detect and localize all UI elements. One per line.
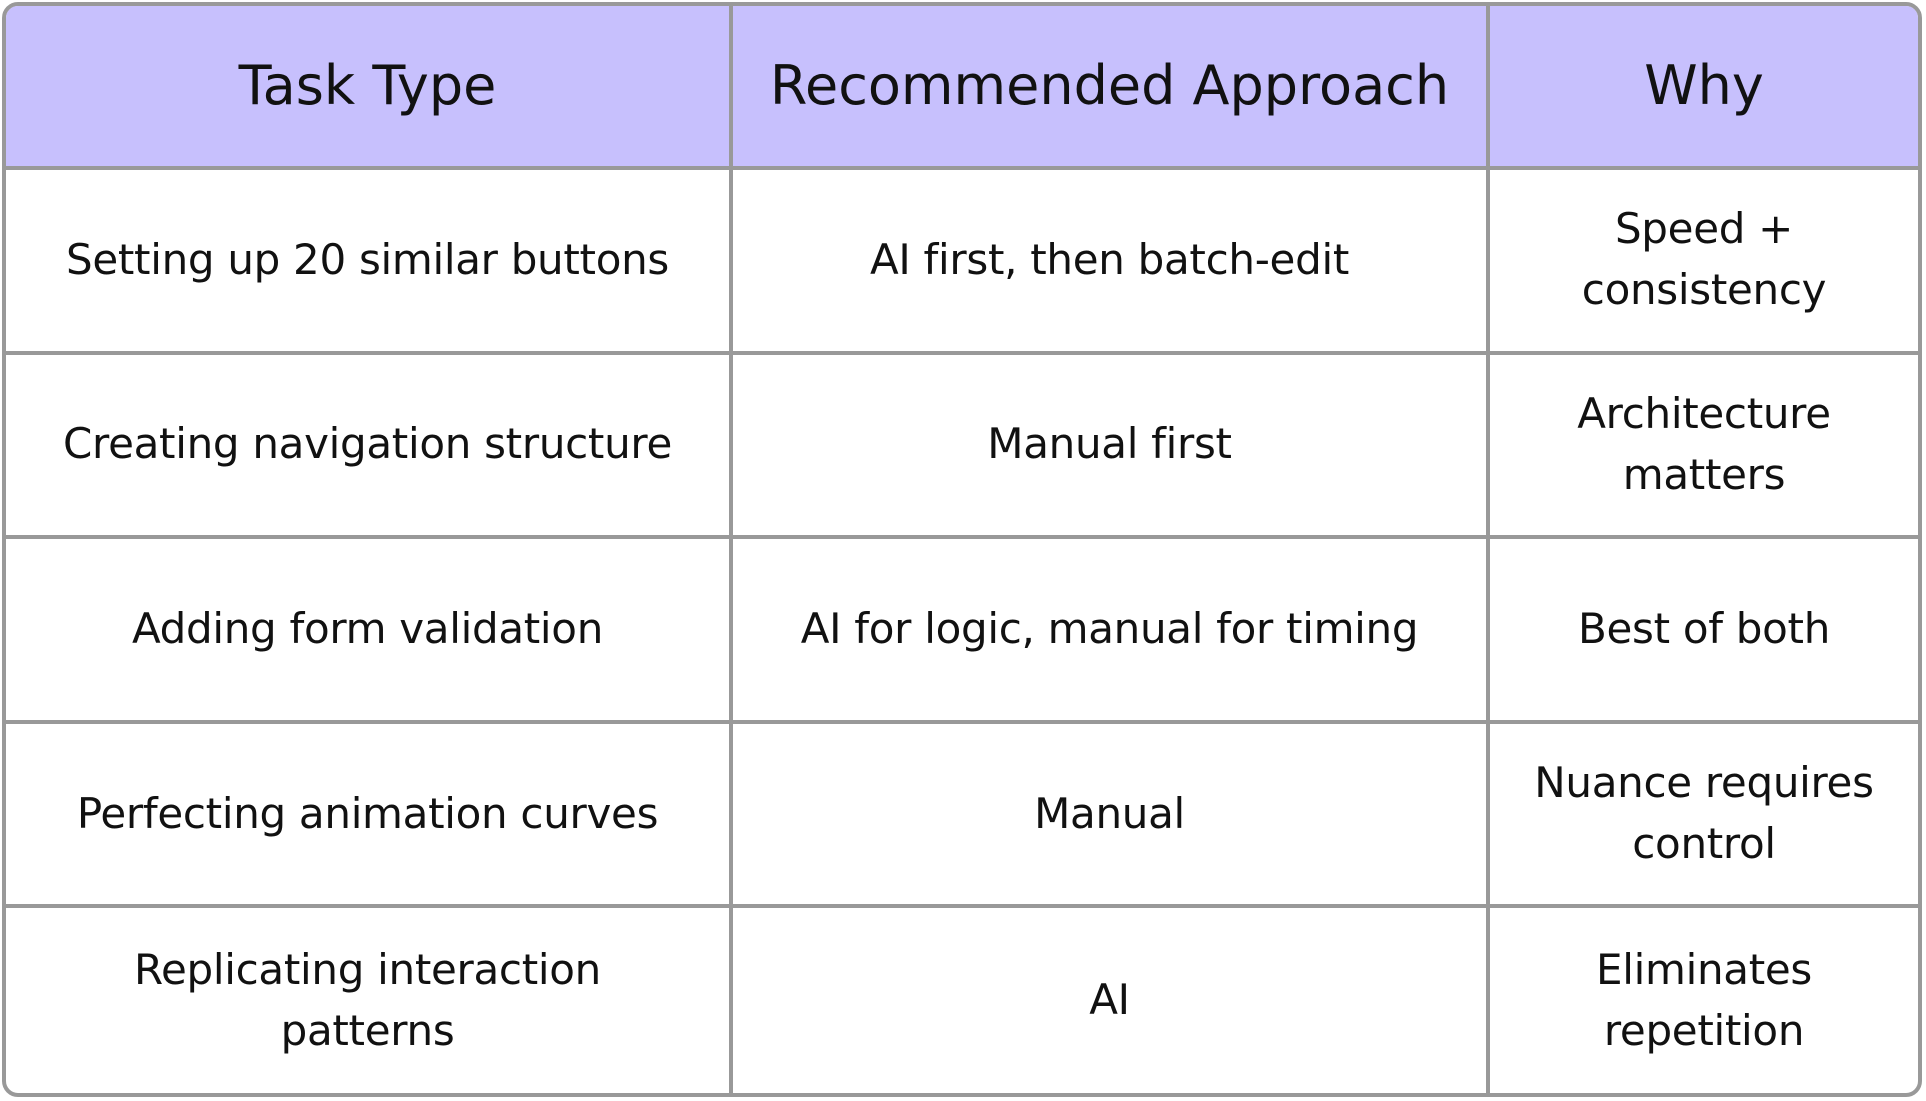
row-5-why: Eliminates repetition <box>1595 944 1812 1055</box>
row-2-why: Architecture matters <box>1490 355 1918 540</box>
row-1-approach: AI first, then batch-edit <box>733 170 1490 355</box>
header-why: Why <box>1490 6 1918 170</box>
header-recommended-approach: Recommended Approach <box>733 6 1490 170</box>
row-4-task-type: Perfecting animation curves <box>6 723 733 909</box>
row-3-approach: AI for logic, manual for timing <box>733 539 1490 724</box>
row-2-approach: Manual first <box>733 354 1490 540</box>
header-task-type: Task Type <box>6 6 733 170</box>
row-2-task-type: Creating navigation structure <box>6 354 733 540</box>
row-3-why: Best of both <box>1490 539 1918 724</box>
row-1-why: Speed + consistency <box>1490 170 1918 355</box>
row-4-approach: Manual <box>733 723 1490 909</box>
row-3-task-type: Adding form validation <box>6 539 733 724</box>
row-5-task-type: Replicating interaction patterns <box>6 908 733 1093</box>
row-1-task-type: Setting up 20 similar buttons <box>6 170 733 355</box>
row-4-why: Nuance requires control <box>1490 724 1918 909</box>
row-5-approach: AI <box>733 908 1490 1093</box>
